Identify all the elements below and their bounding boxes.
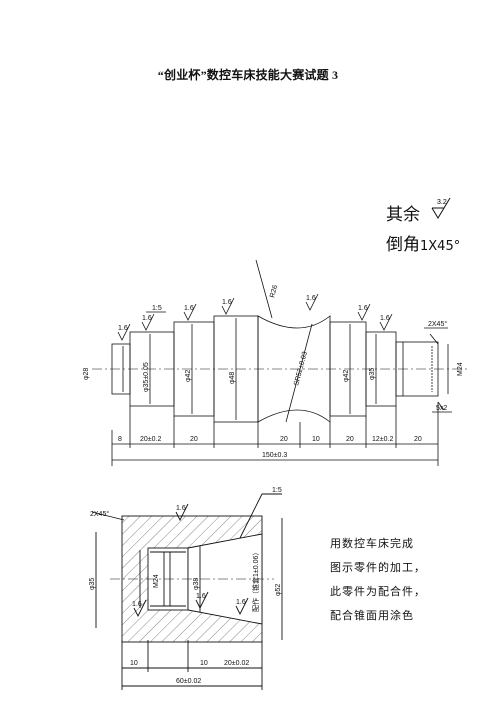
shaft-total-length: 150±0.3 [262, 452, 287, 459]
sleeve-chamfer: 2X45° [90, 510, 109, 518]
shaft-thread: M24 [457, 362, 464, 376]
shaft-diameter-4: φ48 [229, 372, 236, 384]
shaft-diameter-1: φ28 [83, 368, 90, 380]
sleeve-diameter-1: φ35 [89, 578, 96, 590]
shaft-r-label: R26 [269, 284, 279, 298]
shaft-len-5: 10 [312, 436, 320, 443]
shaft-rough-6: 1.6 [358, 305, 368, 312]
shaft-len-2: 20±0.2 [140, 436, 161, 443]
task-line-3: 此零件为配合件， [330, 585, 426, 598]
roughness-symbol-icon: 3.2 [431, 197, 451, 219]
sleeve-len-2: 10 [200, 660, 208, 667]
task-description: 用数控车床完成 图示零件的加工， 此零件为配合件， 配合锥面用涂色 [330, 532, 440, 628]
sleeve-diameter-4: φ52 [275, 584, 282, 596]
sleeve-fit-note: 配作（锥套1±0.06） [251, 549, 260, 612]
shaft-taper: 1:5 [152, 305, 162, 312]
sleeve-diameter-3: φ38 [193, 578, 200, 590]
sleeve-len-1: 10 [130, 660, 138, 667]
task-line-2: 图示零件的加工， [330, 561, 426, 574]
roughness-other-label: 其余 [386, 205, 420, 225]
roughness-other-note: 其余 [386, 200, 420, 225]
chamfer-note: 倒角1X45° [386, 230, 460, 255]
sleeve-rough-4: 1.6 [236, 599, 246, 606]
shaft-diameter-6: φ42 [343, 370, 350, 382]
shaft-rough-7: 1.6 [380, 315, 390, 322]
task-line-4: 配合锥面用涂色 [330, 609, 414, 622]
sleeve-thread: M24 [153, 574, 160, 588]
shaft-rough-5: 1.6 [306, 295, 316, 302]
shaft-len-7: 12±0.2 [372, 436, 393, 443]
shaft-diameter-2: φ35±0.05 [143, 362, 150, 392]
shaft-len-1: 8 [118, 436, 122, 443]
shaft-rough-1: 1.6 [118, 325, 128, 332]
sleeve-taper: 1:5 [272, 487, 282, 494]
sleeve-rough-1: 1.6 [176, 505, 186, 512]
page-title: “创业杯”数控车床技能大赛试题 3 [157, 68, 339, 82]
sleeve-len-3: 20±0.02 [224, 660, 249, 667]
shaft-len-8: 20 [414, 436, 422, 443]
chamfer-label: 倒角 [386, 235, 420, 255]
shaft-rough-3: 1.6 [184, 305, 194, 312]
sleeve-rough-2: 1.6 [132, 601, 142, 608]
shaft-diameter-3: φ42 [185, 370, 192, 382]
shaft-groove: 5x2 [436, 405, 447, 412]
shaft-len-3: 20 [190, 436, 198, 443]
shaft-len-6: 20 [346, 436, 354, 443]
roughness-other-value: 3.2 [437, 199, 447, 206]
shaft-len-4: 20 [280, 436, 288, 443]
shaft-rough-2: 1.6 [142, 315, 152, 322]
shaft-rough-4: 1.6 [222, 299, 232, 306]
sleeve-rough-3: 1.6 [196, 593, 206, 600]
task-line-1: 用数控车床完成 [330, 537, 414, 550]
sleeve-total-length: 60±0.02 [176, 678, 201, 685]
shaft-diameter-7: φ35 [369, 368, 376, 380]
shaft-thread-chamfer: 2X45° [428, 320, 447, 328]
chamfer-value: 1X45° [420, 239, 461, 254]
